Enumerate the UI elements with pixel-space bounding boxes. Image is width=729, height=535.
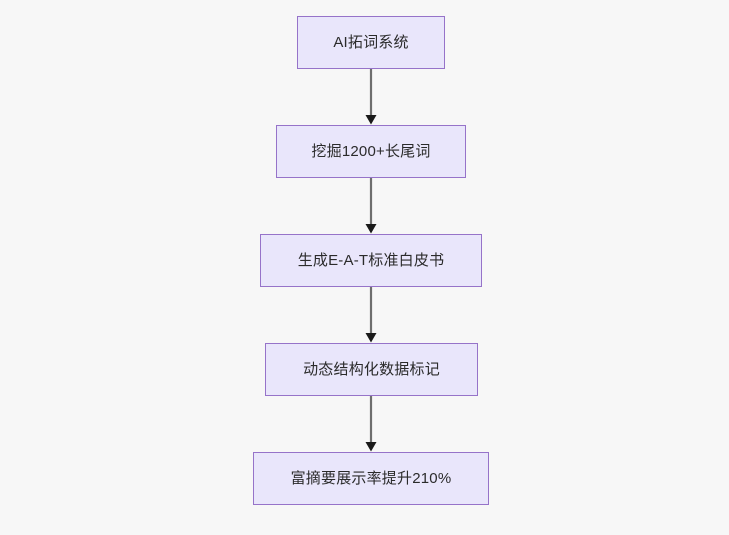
connector-node1-to-node2 — [365, 178, 377, 234]
flowchart-node-mine-longtail-keywords[interactable]: 挖掘1200+长尾词 — [276, 125, 466, 178]
flowchart-node-label: 生成E-A-T标准白皮书 — [297, 252, 445, 269]
flowchart-node-dynamic-structured-data-markup[interactable]: 动态结构化数据标记 — [265, 343, 478, 396]
flowchart-node-label: 挖掘1200+长尾词 — [311, 143, 431, 160]
flowchart-node-rich-snippet-rate-increase[interactable]: 富摘要展示率提升210% — [253, 452, 489, 505]
connector-node0-to-node1 — [365, 69, 377, 125]
flowchart-node-ai-keyword-system[interactable]: AI拓词系统 — [297, 16, 445, 69]
flowchart-node-label: 动态结构化数据标记 — [303, 361, 440, 378]
flowchart-node-label: AI拓词系统 — [333, 34, 409, 51]
flowchart-node-label: 富摘要展示率提升210% — [290, 470, 452, 487]
connector-node3-to-node4 — [365, 396, 377, 452]
connector-node2-to-node3 — [365, 287, 377, 343]
flowchart-node-generate-eat-whitepaper[interactable]: 生成E-A-T标准白皮书 — [260, 234, 482, 287]
